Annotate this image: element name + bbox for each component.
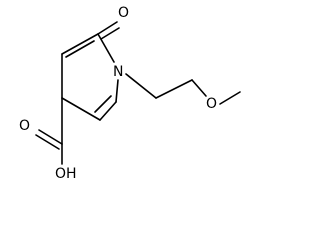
bond-c6-c5-double xyxy=(65,40,95,58)
bond-c3-c2-double xyxy=(94,95,112,113)
bond-ch2-ch2 xyxy=(155,79,193,99)
bond-n1-c6 xyxy=(97,33,115,63)
atom-label-hydroxyl: OH xyxy=(55,166,77,182)
bond-c3-c2 xyxy=(99,101,117,121)
bond-c6-o-double-b xyxy=(100,27,120,40)
bond-c2-n1 xyxy=(115,79,119,103)
bond-cooh-o-double-b xyxy=(35,134,60,150)
atom-label-ring-oxygen: O xyxy=(118,5,129,21)
bond-cooh-o-double-a xyxy=(38,129,63,145)
bond-c4-c3 xyxy=(61,97,101,121)
bond-c6-o-double-a xyxy=(97,21,118,35)
bond-ch2-o-ether xyxy=(191,79,207,97)
bond-c6-c5 xyxy=(61,33,99,55)
atom-label-nitrogen: N xyxy=(113,64,123,80)
atom-label-ether-oxygen: O xyxy=(206,96,217,112)
atom-label-acid-oxygen: O xyxy=(19,118,30,134)
bond-n1-ch2 xyxy=(125,73,157,99)
bond-o-ether-ch3 xyxy=(219,91,241,105)
chemical-structure-diagram: O N O O OH xyxy=(19,5,241,182)
